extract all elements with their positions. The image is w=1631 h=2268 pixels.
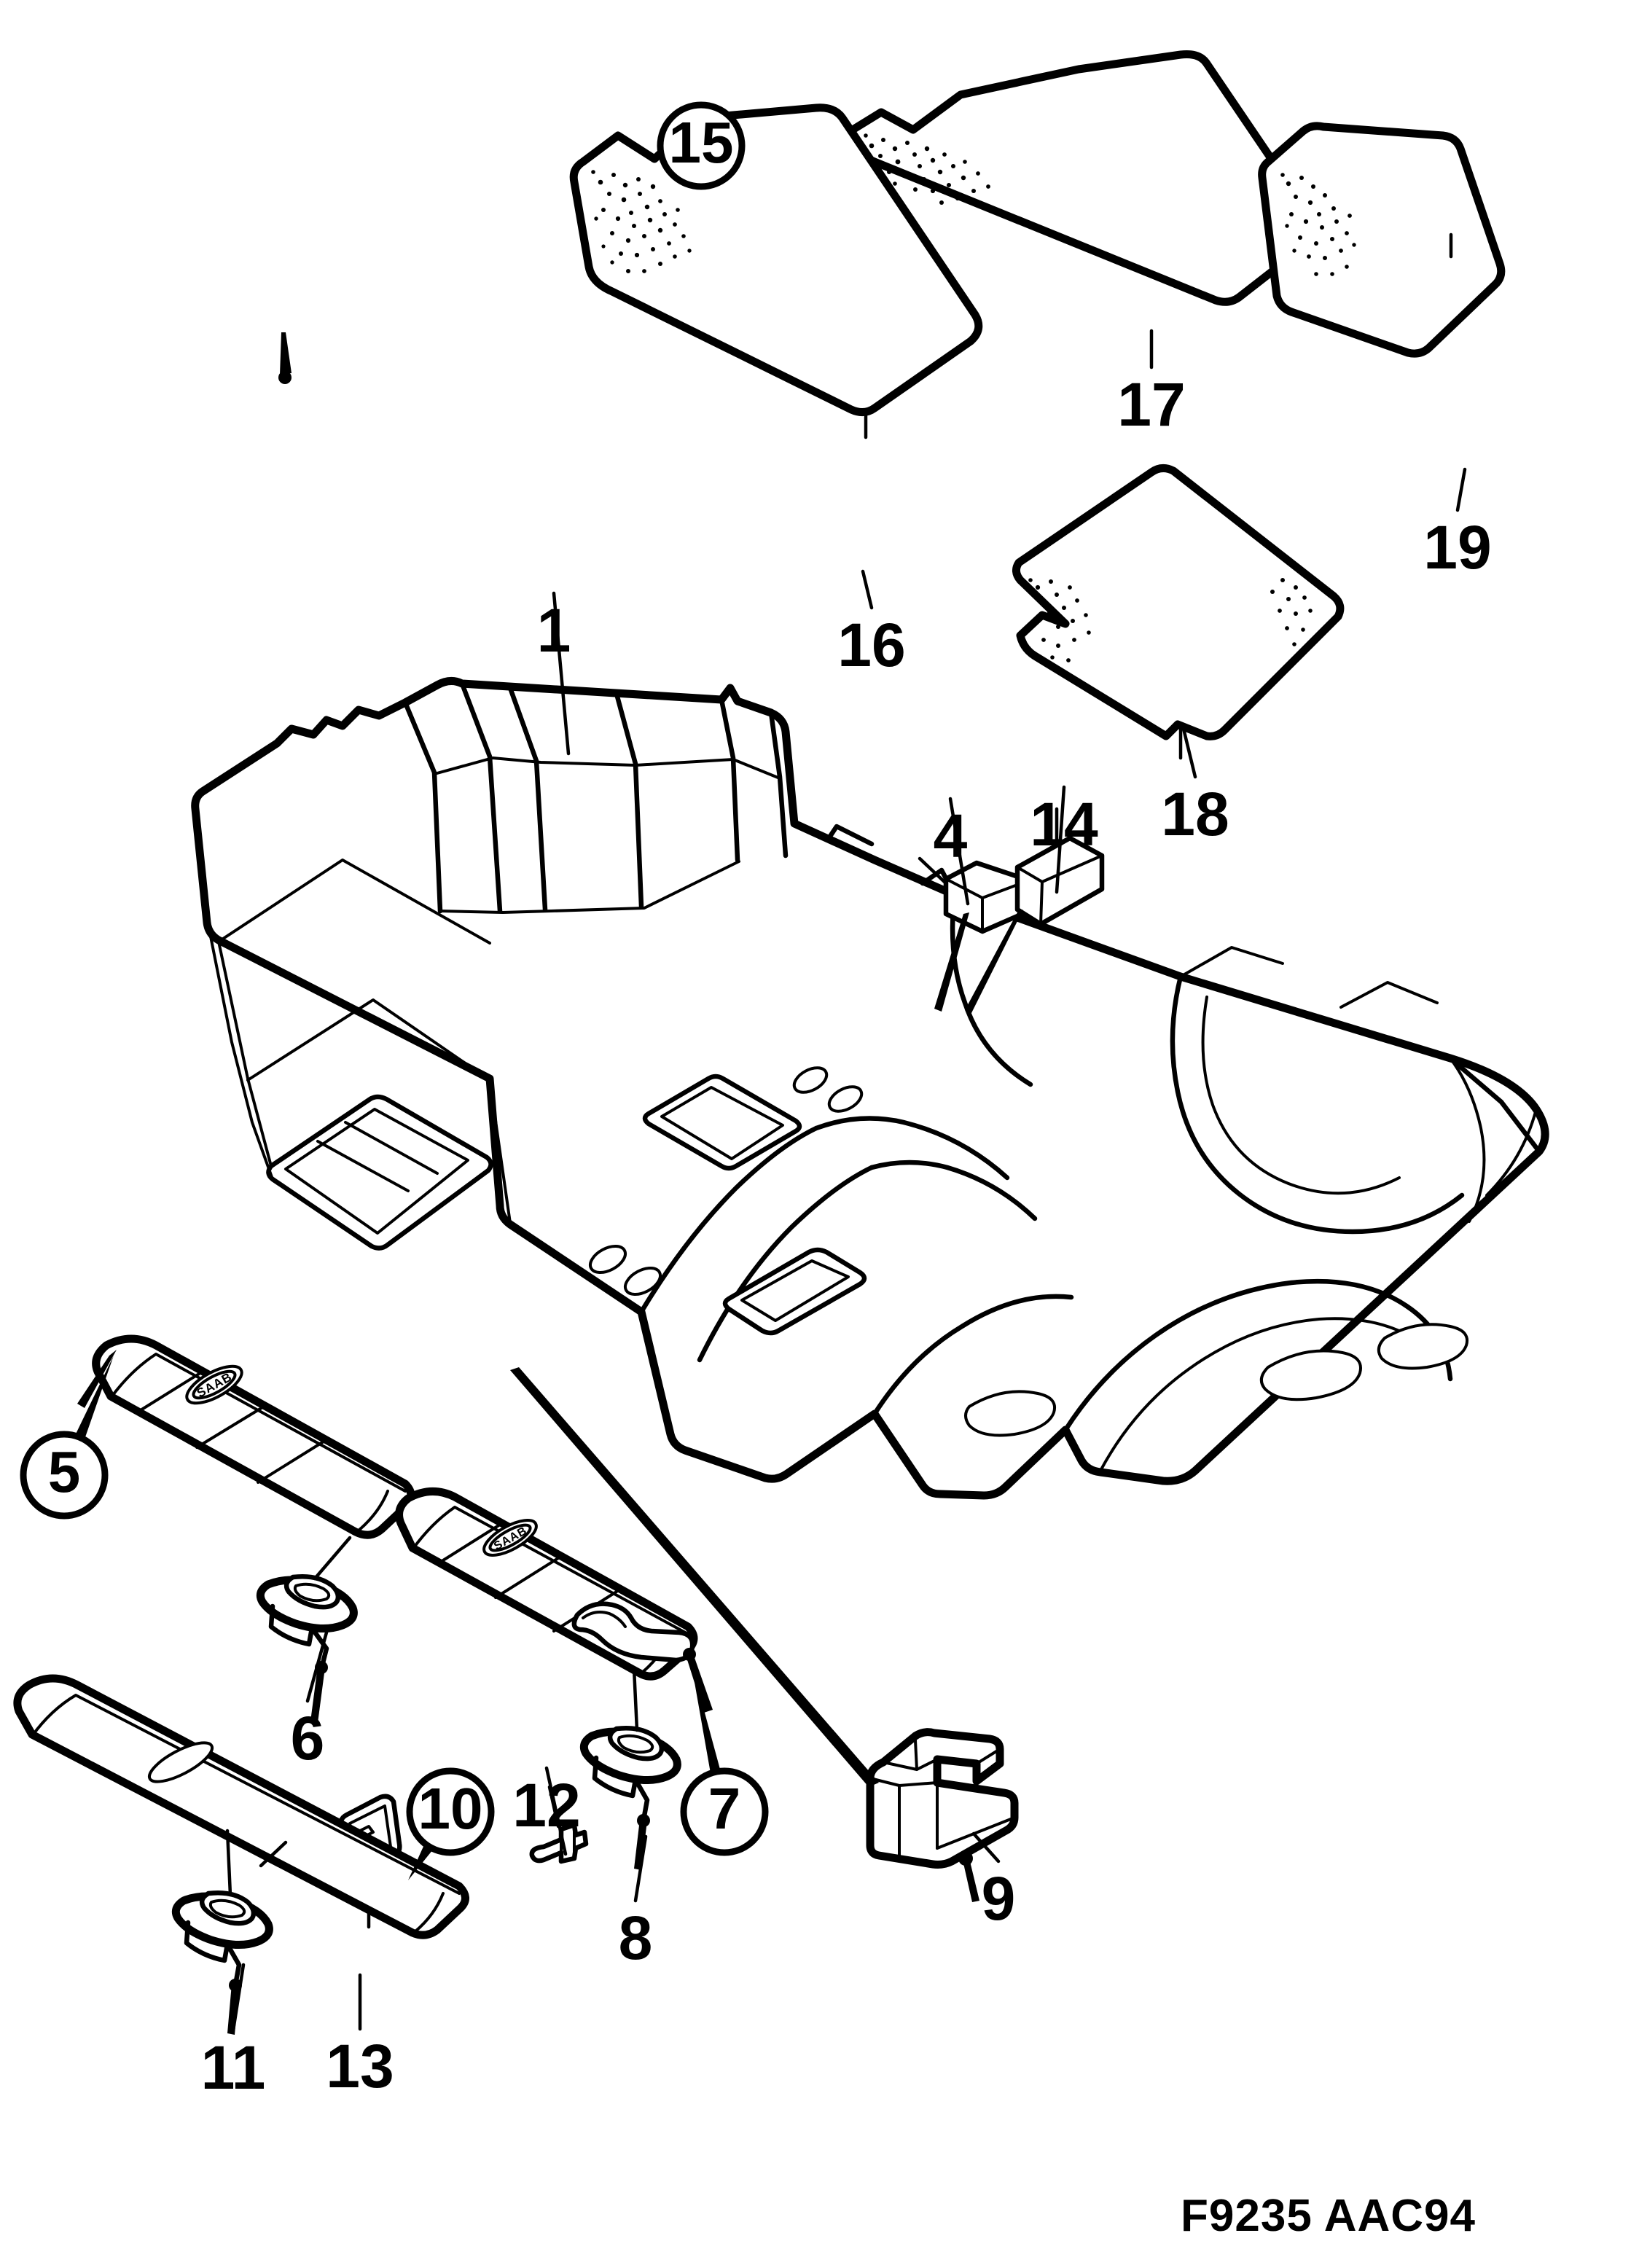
callout-10-label: 10 <box>418 1776 483 1841</box>
callout-7-label: 7 <box>708 1776 741 1841</box>
floor-mat-18[interactable] <box>1012 464 1345 760</box>
callout-12[interactable]: 12 <box>512 1766 581 1856</box>
callout-10[interactable]: 10 <box>406 1767 495 1880</box>
callout-11-label: 11 <box>201 2033 266 2102</box>
carpet-boot-lip <box>1179 946 1542 1154</box>
callout-8-leader <box>633 1834 648 1903</box>
main-floor-carpet[interactable] <box>191 332 1549 1500</box>
callout-8-leader <box>634 1819 647 1870</box>
callout-5-leader <box>74 1356 114 1439</box>
callout-4-leader <box>918 856 948 885</box>
callout-4-label: 4 <box>934 802 968 870</box>
callout-5-ring <box>20 1431 109 1520</box>
callout-10-leader <box>259 1840 288 1868</box>
footwell-vent-grille <box>266 1094 493 1251</box>
saab-badge-5: SAAB <box>185 1364 243 1405</box>
callout-5-leader <box>77 1350 117 1408</box>
callout-5-label: 5 <box>48 1439 81 1504</box>
callout-11-connector <box>225 1829 232 1897</box>
callout-12-leader <box>544 1766 568 1856</box>
callout-8-connector <box>632 1667 639 1732</box>
callout-19[interactable]: 19 <box>1423 467 1492 582</box>
carpet-left-floor-creases <box>207 859 512 1224</box>
drawing-code-text: F9235 AAC94 <box>1181 2191 1476 2241</box>
spacer-block-9[interactable] <box>866 1728 1019 1902</box>
callout-10-leader <box>408 1843 434 1880</box>
carpet-rear-seat-tray-left <box>722 1247 867 1336</box>
callout-9[interactable]: 9 <box>971 1831 1016 1933</box>
callout-11-leader <box>231 1963 246 2033</box>
callout-1-leader <box>280 332 292 375</box>
trim-clip-8[interactable] <box>579 1667 681 1870</box>
callout-7-ring <box>680 1767 769 1856</box>
carpet-arch-inner-lines <box>1099 996 1538 1472</box>
callout-16-leader <box>861 569 874 610</box>
callout-6-leader <box>305 1630 329 1703</box>
callout-10-ring <box>406 1767 495 1856</box>
callout-15[interactable]: 15 <box>657 101 746 190</box>
callout-16[interactable]: 16 <box>837 569 906 679</box>
carpet-console-cutouts <box>642 1074 802 1171</box>
callout-16-label: 16 <box>837 611 905 679</box>
callout-5[interactable]: 5 <box>20 1356 114 1520</box>
callout-19-label: 19 <box>1423 513 1491 582</box>
callout-1[interactable]: 1 <box>537 591 571 756</box>
sill-trim-front-5[interactable]: SAAB <box>77 1334 415 1539</box>
callout-7[interactable]: 7 <box>680 1662 769 1856</box>
callout-7-leader <box>691 1662 721 1773</box>
insulation-block-14[interactable] <box>965 807 1105 1014</box>
callout-6-leader <box>310 1666 325 1723</box>
sill-trim-long-10b[interactable] <box>13 1674 469 1939</box>
callout-17-label: 17 <box>1117 370 1185 439</box>
callout-14[interactable]: 14 <box>1030 785 1098 894</box>
callout-11-leader <box>227 1984 239 2035</box>
floor-mat-group <box>569 50 1506 760</box>
mat-18-stipple <box>1028 578 1313 662</box>
mat-17-stipple <box>864 133 990 205</box>
callout-13[interactable]: 13 <box>326 1973 394 2100</box>
callout-4-leader <box>948 797 970 906</box>
trim-clip-6[interactable] <box>256 1536 358 1723</box>
drawing-code: F9235 AAC94 <box>1181 2190 1476 2242</box>
callout-18-leader <box>1181 727 1197 779</box>
callout-15-label: 15 <box>669 110 734 175</box>
callout-9-leader <box>971 1831 1001 1864</box>
callout-1-dot <box>278 371 292 384</box>
slot-10b <box>147 1741 214 1783</box>
callout-13-label: 13 <box>326 2032 394 2100</box>
carpet-drain-holes <box>588 1066 864 1297</box>
callout-1-leader <box>552 591 571 756</box>
callout-9-leader <box>962 1857 979 1902</box>
trim-clip-11[interactable] <box>171 1829 273 2035</box>
callout-6-connector <box>313 1536 352 1581</box>
floor-mat-16[interactable] <box>569 103 983 439</box>
callout-17[interactable]: 17 <box>1117 329 1186 439</box>
carpet-rear-wheel-arches <box>872 892 1465 1433</box>
callout-9-label: 9 <box>982 1864 1016 1933</box>
callout-8[interactable]: 8 <box>619 1834 653 1972</box>
mat-16-stipple <box>591 170 692 273</box>
callout-12-label: 12 <box>512 1771 580 1839</box>
callout-15-ring <box>657 101 746 190</box>
callout-19-leader <box>1455 467 1467 512</box>
callout-18-label: 18 <box>1161 780 1229 848</box>
floor-mat-19[interactable] <box>1258 122 1506 358</box>
callout-14-leader <box>1055 785 1066 894</box>
callout-6-label: 6 <box>291 1704 325 1772</box>
mat-19-stipple <box>1280 173 1356 276</box>
callout-6[interactable]: 6 <box>291 1630 329 1772</box>
callout-18[interactable]: 18 <box>1161 727 1229 848</box>
carpet-rear-grommets <box>964 1323 1468 1437</box>
carpet-transmission-tunnel <box>638 1116 1038 1363</box>
carpet-to-spacer-leader <box>510 1367 879 1787</box>
callout-8-label: 8 <box>619 1904 653 1972</box>
callout-4[interactable]: 4 <box>934 797 970 906</box>
carpet-bulkhead-folds <box>433 756 781 914</box>
callout-11[interactable]: 11 <box>201 1963 266 2102</box>
